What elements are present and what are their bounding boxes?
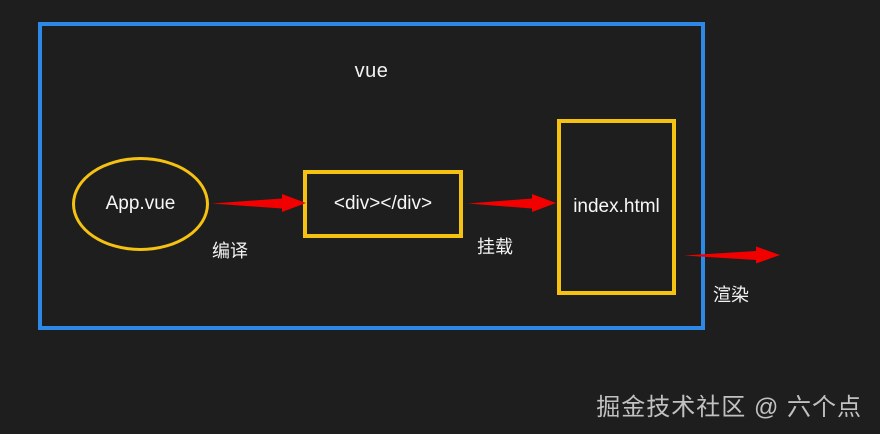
- watermark-text: 掘金技术社区 @ 六个点: [596, 394, 862, 421]
- node-index-html-label: index.html: [573, 196, 660, 217]
- edge-label-render: 渲染: [713, 285, 749, 305]
- node-div-tag: <div></div>: [303, 170, 463, 238]
- arrow-compile: [212, 192, 306, 214]
- vue-container-box: vue: [38, 22, 705, 330]
- edge-label-compile: 编译: [212, 241, 248, 261]
- node-index-html: index.html: [557, 119, 676, 295]
- node-div-tag-label: <div></div>: [333, 193, 433, 214]
- arrow-mount: [468, 192, 556, 214]
- edge-label-mount: 挂载: [477, 237, 513, 257]
- node-app-vue-label: App.vue: [105, 193, 176, 214]
- arrow-render: [684, 245, 780, 265]
- vue-container-title: vue: [354, 60, 389, 82]
- node-app-vue: App.vue: [72, 157, 209, 251]
